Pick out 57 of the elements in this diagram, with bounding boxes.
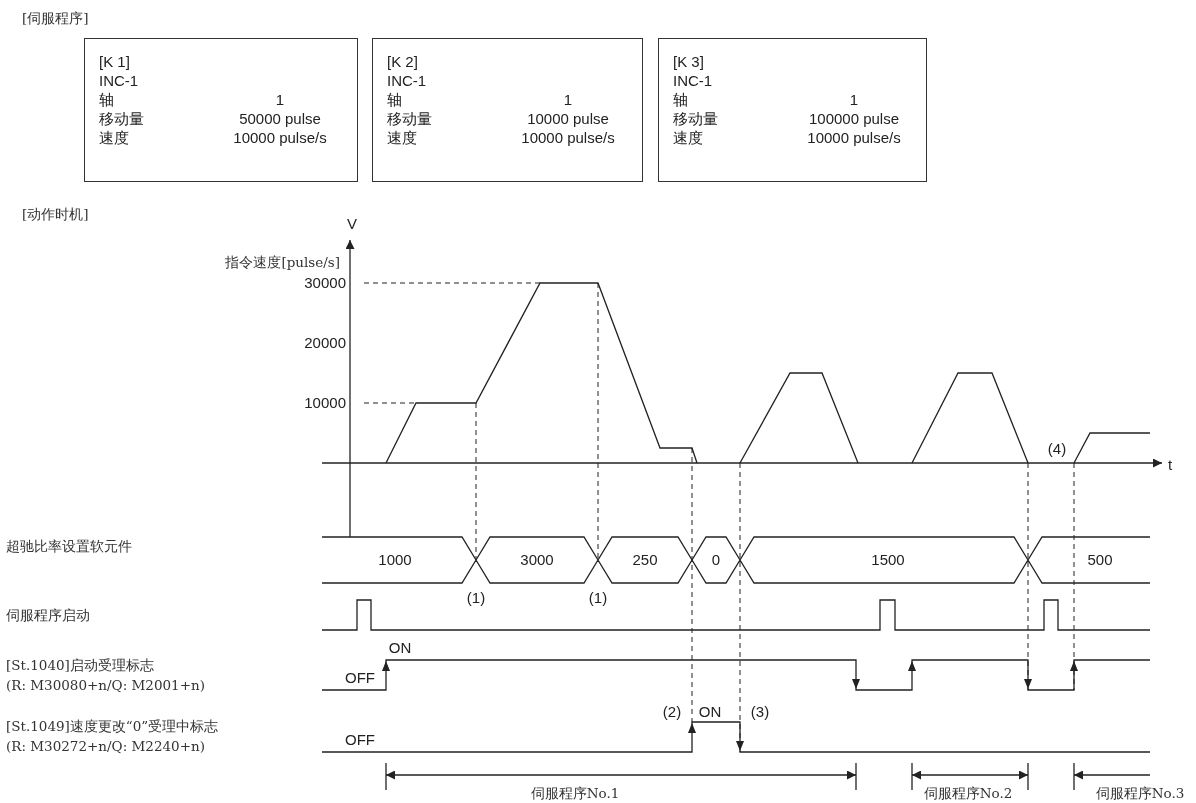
signal-name: [St.1049]速度更改“0”受理中标志 (R: M30272+n/Q: M2240+n) — [6, 717, 219, 756]
band-value: 250 — [632, 550, 658, 570]
signal-name: 伺服程序启动 — [6, 606, 90, 625]
band-value: 0 — [711, 550, 721, 570]
tick-label: 10000 — [304, 393, 346, 413]
band-value: 1000 — [378, 550, 412, 570]
callout-number: (3) — [750, 702, 770, 722]
field-label: 速度 — [387, 129, 417, 147]
section-heading: [动作时机] — [22, 205, 89, 224]
tick-label: 30000 — [304, 273, 346, 293]
section-heading: [伺服程序] — [22, 9, 89, 28]
tick-label: 20000 — [304, 333, 346, 353]
callout-number: (2) — [662, 702, 682, 722]
state-label: OFF — [345, 730, 375, 750]
field-label: 速度 — [99, 129, 129, 147]
instruction-name: INC-1 — [387, 72, 427, 90]
signal-name: [St.1040]启动受理标志 (R: M30080+n/Q: M2001+n) — [6, 656, 205, 695]
field-value: 10000 pulse/s — [232, 129, 328, 147]
axis-label: V — [347, 214, 357, 234]
program-number: [K 2] — [387, 53, 418, 71]
field-label: 轴 — [387, 91, 402, 109]
field-value: 10000 pulse/s — [806, 129, 902, 147]
field-value: 10000 pulse/s — [520, 129, 616, 147]
range-label: 伺服程序No.2 — [923, 784, 1013, 803]
field-value: 10000 pulse — [526, 110, 610, 128]
instruction-name: INC-1 — [99, 72, 139, 90]
field-value: 1 — [562, 91, 574, 109]
field-value: 1 — [274, 91, 286, 109]
state-label: ON — [698, 702, 722, 722]
field-label: 速度 — [673, 129, 703, 147]
field-value: 100000 pulse — [807, 110, 901, 128]
field-value: 50000 pulse — [238, 110, 322, 128]
band-value: 1500 — [871, 550, 905, 570]
program-number: [K 3] — [673, 53, 704, 71]
callout-number: (1) — [466, 588, 486, 608]
field-label: 轴 — [99, 91, 114, 109]
field-value: 1 — [848, 91, 860, 109]
state-label: OFF — [345, 668, 375, 688]
field-label: 移动量 — [99, 110, 144, 128]
instruction-name: INC-1 — [673, 72, 713, 90]
axis-label: 指令速度[pulse/s] — [225, 253, 340, 272]
field-label: 轴 — [673, 91, 688, 109]
program-box — [84, 38, 358, 182]
range-label: 伺服程序No.3 — [1095, 784, 1185, 803]
program-number: [K 1] — [99, 53, 130, 71]
callout-number: (4) — [1047, 439, 1067, 459]
axis-label: t — [1168, 455, 1173, 475]
signal-name: 超驰比率设置软元件 — [6, 537, 132, 556]
field-label: 移动量 — [387, 110, 432, 128]
state-label: ON — [388, 638, 412, 658]
program-box — [372, 38, 643, 182]
field-label: 移动量 — [673, 110, 718, 128]
program-box — [658, 38, 927, 182]
band-value: 3000 — [520, 550, 554, 570]
callout-number: (1) — [588, 588, 608, 608]
band-value: 500 — [1087, 550, 1113, 570]
range-label: 伺服程序No.1 — [530, 784, 620, 803]
